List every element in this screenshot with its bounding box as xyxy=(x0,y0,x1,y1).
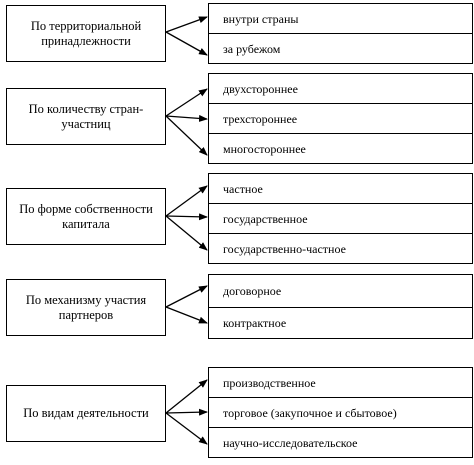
option-label: государственное xyxy=(223,211,308,226)
category-label: По количеству стран-участниц xyxy=(28,101,144,131)
connector-arrow xyxy=(165,379,208,414)
connector-arrow xyxy=(165,213,208,221)
connector-arrow xyxy=(165,114,208,122)
option-box: внутри страны xyxy=(208,3,473,34)
connector-arrow xyxy=(165,115,208,156)
connector-arrow xyxy=(165,408,208,416)
option-label: двухстороннее xyxy=(223,81,298,96)
category-label: По видам деятельности xyxy=(23,406,149,420)
connector-arrow xyxy=(165,215,208,251)
connector-arrow xyxy=(165,31,208,56)
category-box-territorial: По территориальной принадлежности xyxy=(6,5,166,62)
category-box-activity: По видам деятельности xyxy=(6,385,166,442)
connector-arrow xyxy=(165,412,208,445)
connector-arrow xyxy=(165,306,208,324)
option-label: договорное xyxy=(223,284,282,298)
option-label: торговое (закупочное и сбытовое) xyxy=(223,405,397,420)
category-box-ownership: По форме собственности капитала xyxy=(6,188,166,245)
connector-arrow xyxy=(165,16,208,33)
option-box: многостороннее xyxy=(208,133,473,164)
connector-arrow xyxy=(165,185,208,217)
option-box: производственное xyxy=(208,367,473,398)
option-box: за рубежом xyxy=(208,33,473,64)
category-label: По форме собственности капитала xyxy=(19,201,153,231)
option-box: договорное xyxy=(208,274,473,308)
connector-arrow xyxy=(165,285,208,308)
option-box: государственное xyxy=(208,203,473,234)
option-box: частное xyxy=(208,173,473,204)
option-box: государственно-частное xyxy=(208,233,473,264)
option-label: частное xyxy=(223,181,263,196)
option-box: контрактное xyxy=(208,307,473,339)
connector-arrow xyxy=(165,88,208,117)
category-box-mechanism: По механизму участия партнеров xyxy=(6,279,166,336)
option-label: многостороннее xyxy=(223,141,306,156)
option-box: трехстороннее xyxy=(208,103,473,134)
option-label: трехстороннее xyxy=(223,111,298,126)
category-label: По механизму участия партнеров xyxy=(25,292,147,322)
option-label: внутри страны xyxy=(223,11,299,26)
option-label: контрактное xyxy=(223,316,287,330)
option-label: научно-исследовательское xyxy=(223,435,358,450)
option-box: научно-исследовательское xyxy=(208,427,473,458)
category-box-participants: По количеству стран-участниц xyxy=(6,88,166,145)
option-box: двухстороннее xyxy=(208,73,473,104)
option-label: за рубежом xyxy=(223,41,281,56)
category-label: По территориальной принадлежности xyxy=(30,18,142,48)
option-box: торговое (закупочное и сбытовое) xyxy=(208,397,473,428)
option-label: производственное xyxy=(223,375,316,390)
option-label: государственно-частное xyxy=(223,241,346,256)
